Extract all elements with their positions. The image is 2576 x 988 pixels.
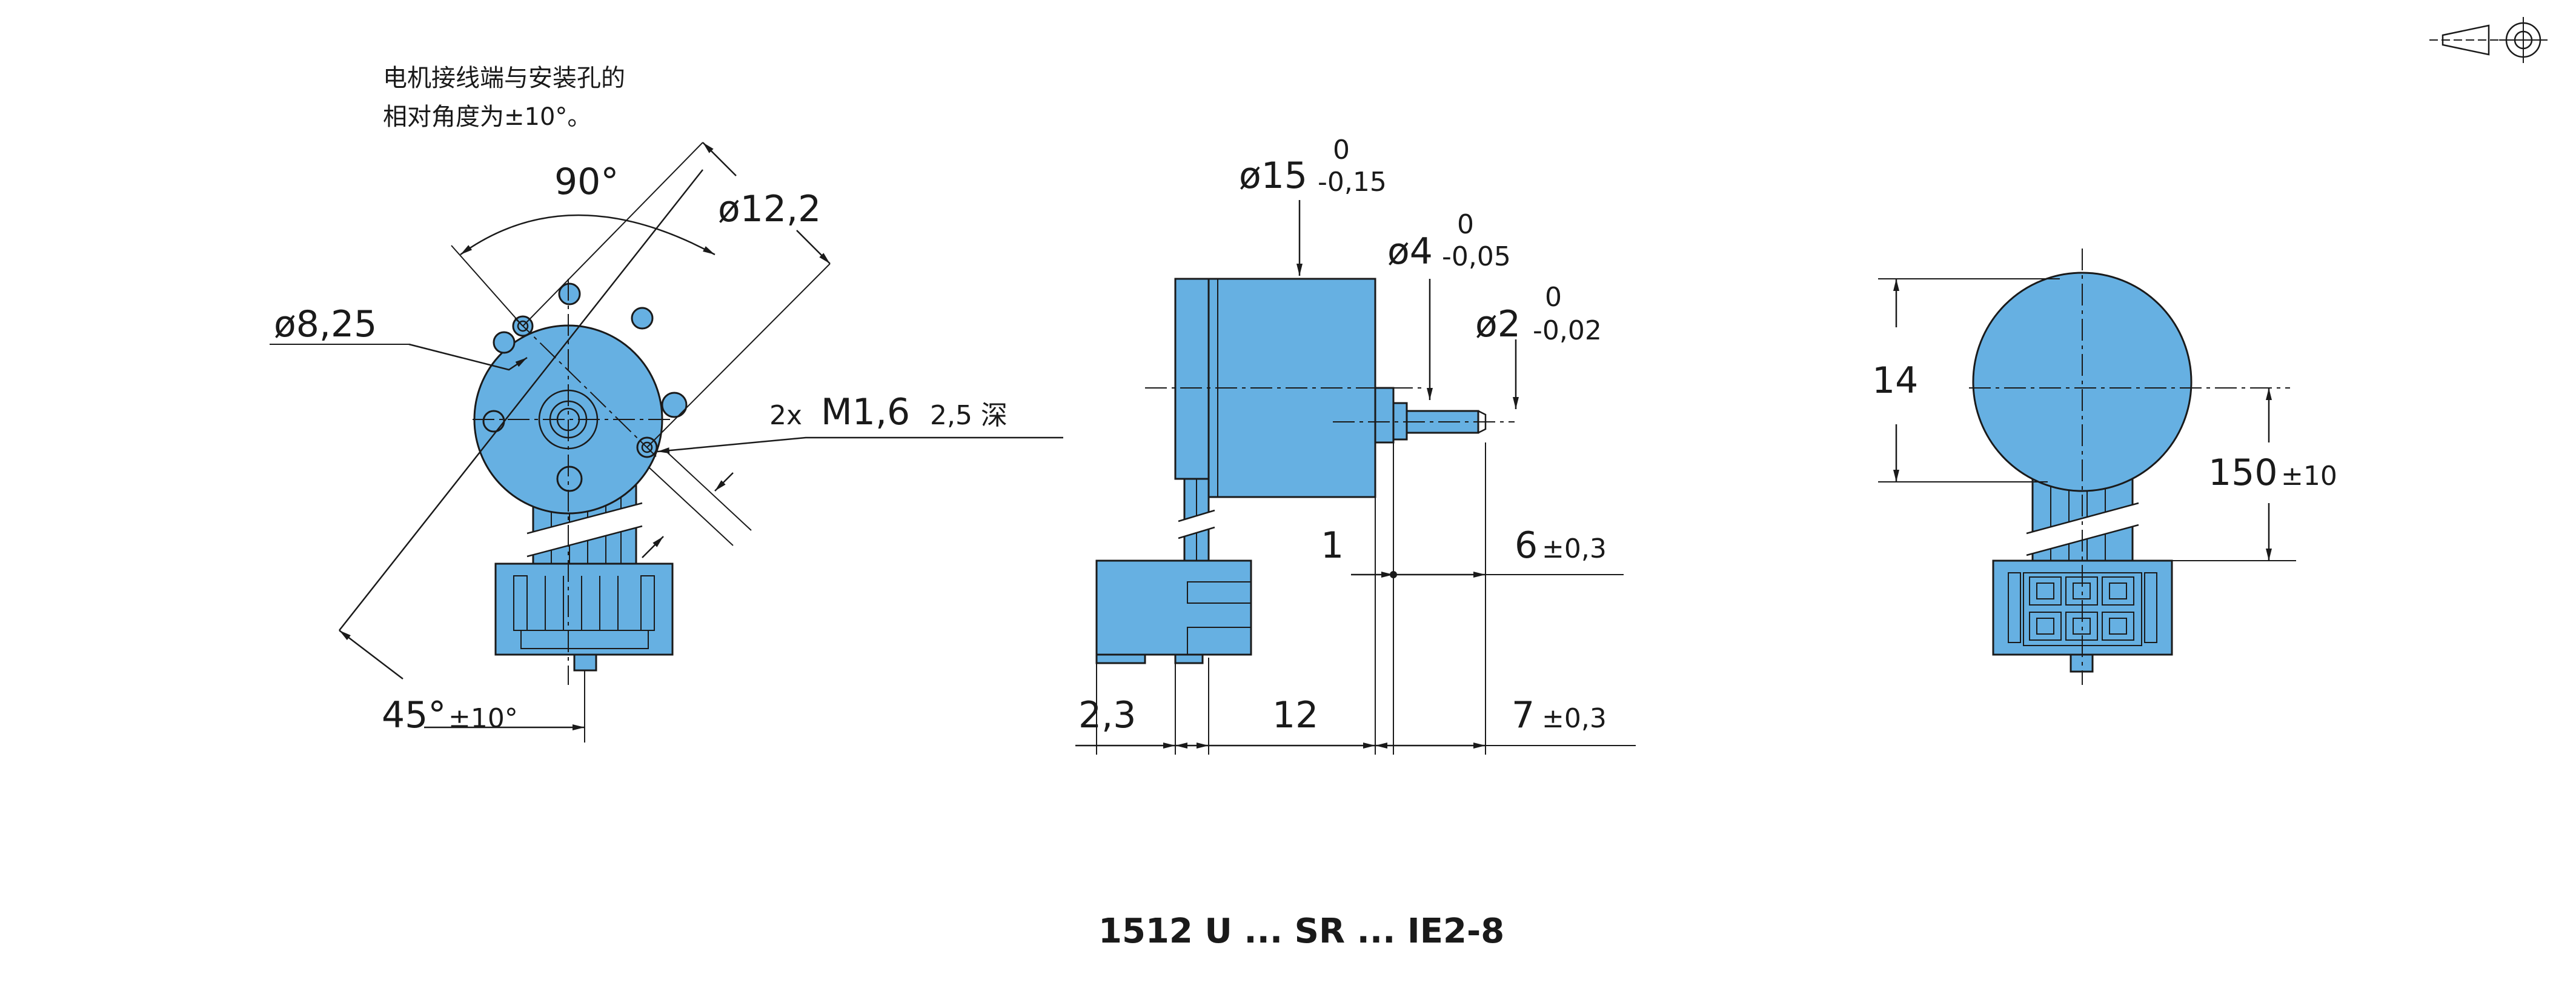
- front-view: 90° ø12,2 ø8,25 2x M1,6 2,5 深 45° ±10°: [270, 142, 1063, 743]
- motor-flange: [1174, 278, 1213, 480]
- side-view: ø15 0 -0,15 ø4 0 -0,05 ø2 0 -0,02 1 6 ±0…: [1075, 135, 1636, 755]
- thread-size: M1,6: [821, 391, 910, 433]
- dia-8-25-label: ø8,25: [274, 303, 377, 345]
- dim-1-label: 1: [1321, 524, 1344, 567]
- dia-2-label: ø2: [1475, 303, 1521, 345]
- dim-7-label: 7: [1512, 694, 1535, 736]
- dia-4-label: ø4: [1387, 230, 1433, 273]
- dia-15-upper-tol: 0: [1333, 135, 1350, 165]
- dia-2-upper-tol: 0: [1545, 282, 1562, 313]
- dim-2-3-label: 2,3: [1078, 694, 1136, 736]
- note-line-2: 相对角度为±10°。: [383, 103, 591, 131]
- dia-4-lower-tol: -0,05: [1442, 241, 1511, 272]
- model-title: 1512 U ... SR ... IE2-8: [1098, 912, 1504, 951]
- first-angle-projection-icon: [2429, 17, 2548, 63]
- dim-150-label: 150: [2208, 452, 2278, 494]
- rear-view: 14 150 ±10: [1872, 249, 2337, 685]
- dim-6-label: 6: [1515, 524, 1538, 567]
- note-line-1: 电机接线端与安装孔的: [383, 64, 625, 92]
- dim-6-tol: ±0,3: [1542, 533, 1607, 564]
- thread-depth: 2,5 深: [930, 400, 1007, 431]
- dim-12-label: 12: [1272, 694, 1318, 736]
- connector-side: [1095, 559, 1252, 664]
- dim-150-tol: ±10: [2281, 461, 2337, 492]
- thread-prefix: 2x: [769, 400, 802, 431]
- dim-14-label: 14: [1872, 359, 1918, 402]
- angle-45-tol: ±10°: [448, 703, 518, 734]
- connector-front: [494, 562, 674, 672]
- dim-7-tol: ±0,3: [1542, 703, 1607, 734]
- dia-2-lower-tol: -0,02: [1533, 315, 1602, 346]
- dia-4-upper-tol: 0: [1457, 209, 1474, 240]
- dia-15-lower-tol: -0,15: [1318, 167, 1387, 198]
- angle-90-label: 90°: [554, 161, 619, 203]
- dia-15-label: ø15: [1239, 155, 1307, 197]
- angle-45-label: 45°: [382, 694, 446, 736]
- dia-12-2-label: ø12,2: [718, 188, 821, 230]
